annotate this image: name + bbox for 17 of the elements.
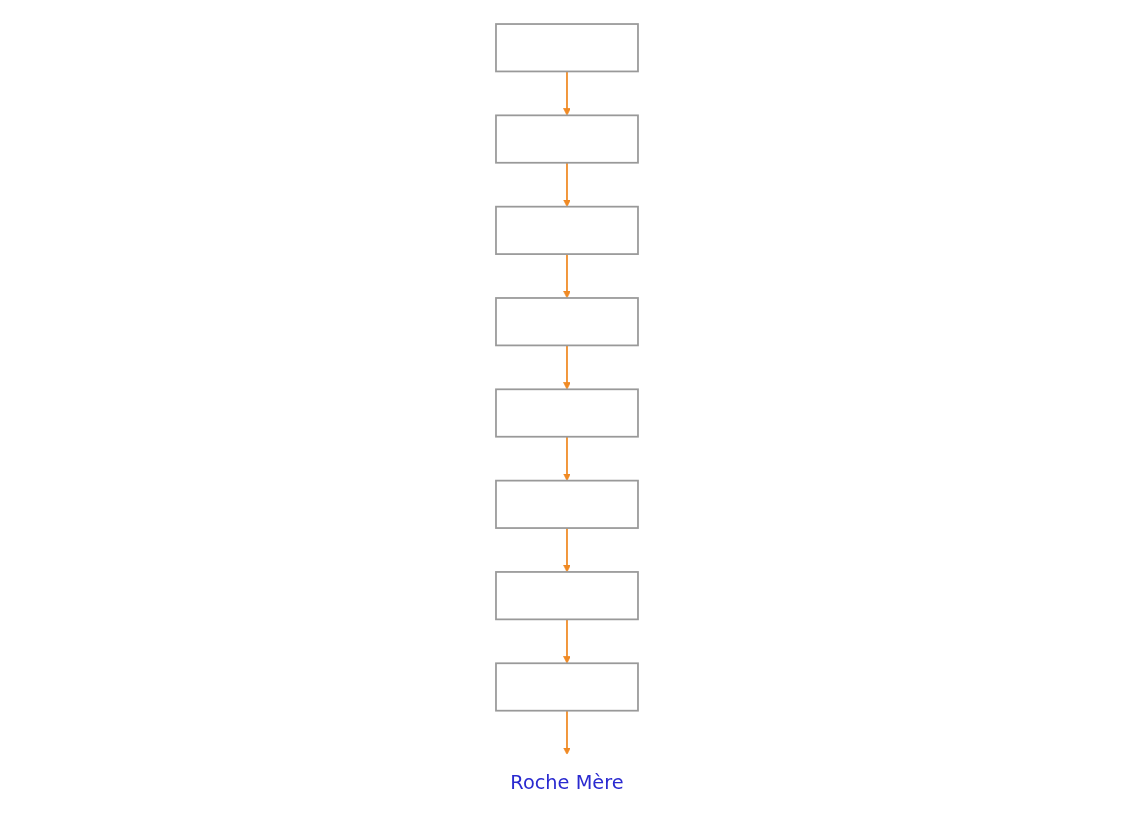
node-box	[495, 570, 639, 620]
arrow	[563, 526, 571, 572]
node-box	[495, 205, 639, 255]
node-box	[495, 479, 639, 529]
arrow	[563, 618, 571, 664]
node-box	[495, 387, 639, 438]
arrow	[563, 709, 571, 755]
node-box	[495, 114, 639, 164]
node-text: Roche Mère	[510, 770, 624, 793]
node-box	[495, 22, 639, 72]
arrow	[563, 435, 571, 481]
arrow	[563, 344, 571, 390]
arrow	[563, 161, 571, 207]
node-box	[495, 661, 639, 712]
arrow	[563, 70, 571, 116]
node-box	[495, 296, 639, 346]
arrow	[563, 252, 571, 298]
